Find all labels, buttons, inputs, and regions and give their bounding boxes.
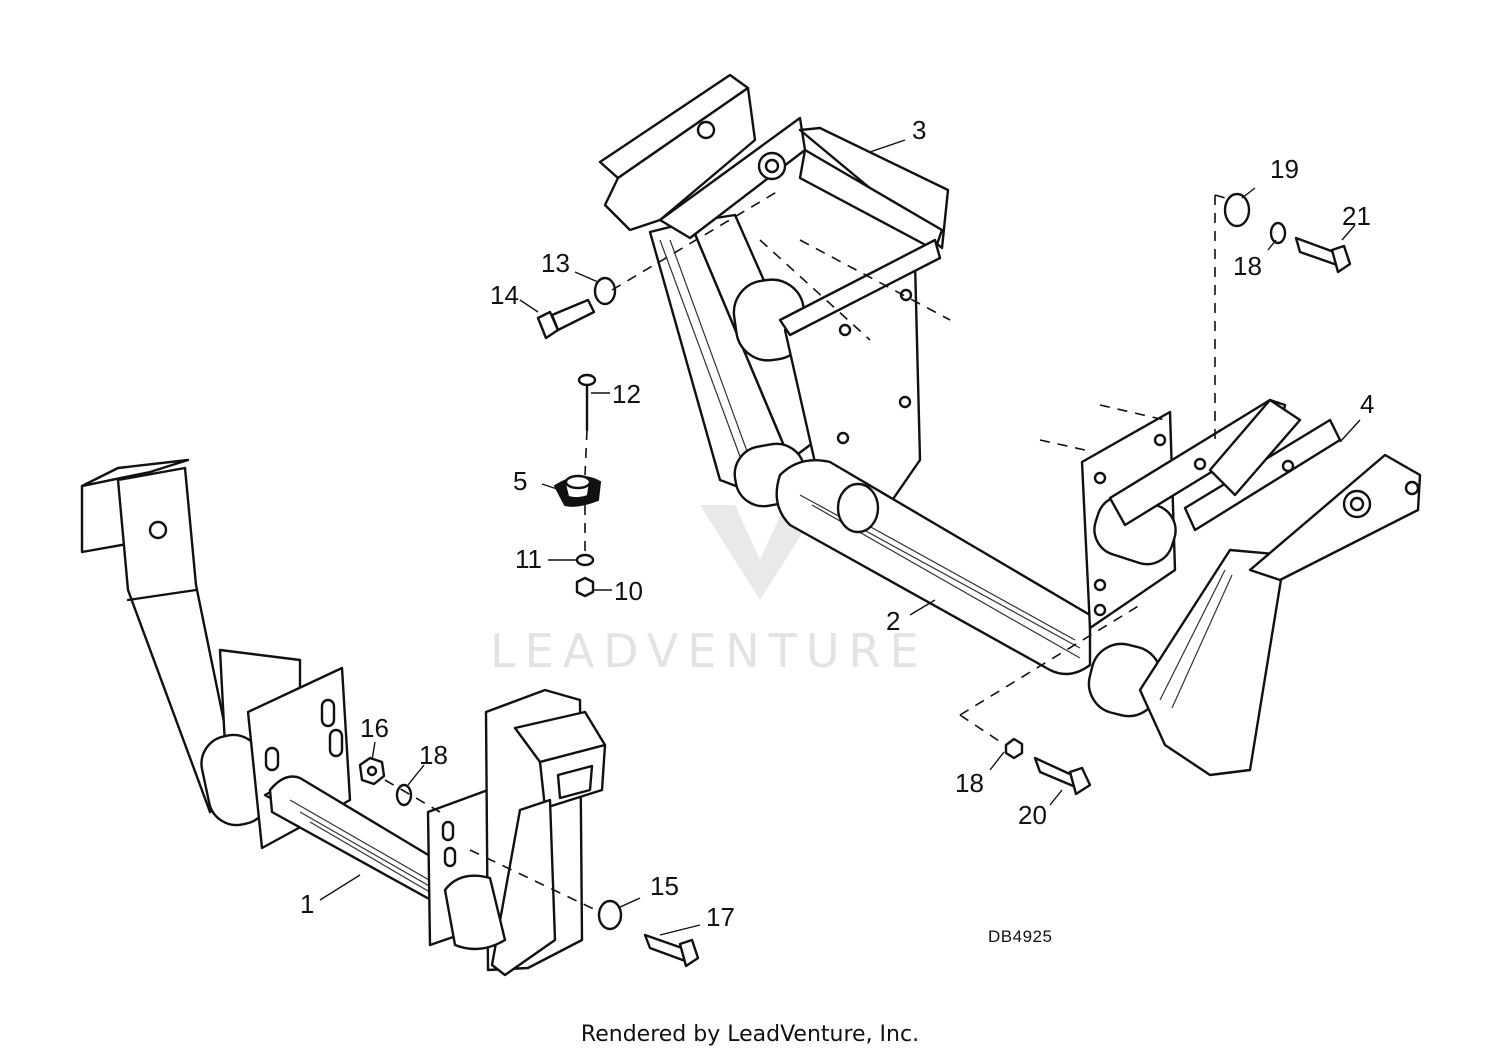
callout-17[interactable]: 17	[706, 902, 735, 932]
part-12-screw[interactable]	[577, 373, 597, 432]
leader-lines	[319, 139, 1361, 936]
callout-18-right[interactable]: 18	[955, 768, 984, 798]
assembly-lines	[384, 189, 1233, 913]
part-3-upper-bracket[interactable]	[598, 73, 950, 337]
callout-11[interactable]: 11	[515, 544, 542, 574]
callout-10[interactable]: 10	[614, 576, 643, 606]
callout-1[interactable]: 1	[300, 889, 314, 919]
watermark-logo	[700, 505, 820, 600]
part-2-right-frame[interactable]	[648, 213, 1287, 777]
callout-20[interactable]: 20	[1018, 800, 1047, 830]
part-20-bolt[interactable]	[1033, 756, 1092, 796]
part-16-nut[interactable]	[358, 756, 386, 786]
part-18-washer-upper[interactable]	[1269, 221, 1287, 245]
callout-5[interactable]: 5	[513, 466, 527, 496]
part-21-bolt[interactable]	[1294, 236, 1352, 274]
part-15-washer[interactable]	[597, 899, 623, 931]
part-14-bolt[interactable]	[536, 298, 596, 340]
part-19-washer[interactable]	[1223, 192, 1251, 228]
hardware	[358, 192, 1352, 968]
watermark: LEADVENTURE	[490, 505, 928, 678]
callout-3[interactable]: 3	[912, 115, 926, 145]
part-1-left-frame[interactable]	[80, 458, 607, 977]
part-13-washer[interactable]	[593, 276, 617, 306]
callout-2[interactable]: 2	[886, 606, 900, 636]
rendered-by-footer: Rendered by LeadVenture, Inc.	[580, 1022, 920, 1047]
part-18-washer-right[interactable]	[1004, 737, 1024, 760]
watermark-text: LEADVENTURE	[490, 624, 928, 678]
part-10-nut[interactable]	[575, 576, 595, 598]
part-17-bolt[interactable]	[643, 933, 700, 968]
part-11-washer[interactable]	[575, 553, 595, 567]
callout-12[interactable]: 12	[612, 379, 641, 409]
callout-19[interactable]: 19	[1270, 154, 1299, 184]
callout-14[interactable]: 14	[490, 280, 519, 310]
part-18-washer-left[interactable]	[395, 783, 413, 807]
drawing-code: DB4925	[988, 927, 1052, 946]
callout-13[interactable]: 13	[541, 248, 570, 278]
part-5-clamp[interactable]	[553, 474, 602, 507]
callout-18-left[interactable]: 18	[419, 740, 448, 770]
callout-21[interactable]: 21	[1342, 201, 1371, 231]
callout-4[interactable]: 4	[1360, 389, 1374, 419]
callouts: 3 4 2 1 5 11 10 12 13 14 15 16 17 18 19 …	[300, 115, 1374, 946]
callout-18-upper[interactable]: 18	[1233, 251, 1262, 281]
part-4-right-bracket[interactable]	[1108, 398, 1422, 582]
callout-16[interactable]: 16	[360, 713, 389, 743]
callout-15[interactable]: 15	[650, 871, 679, 901]
